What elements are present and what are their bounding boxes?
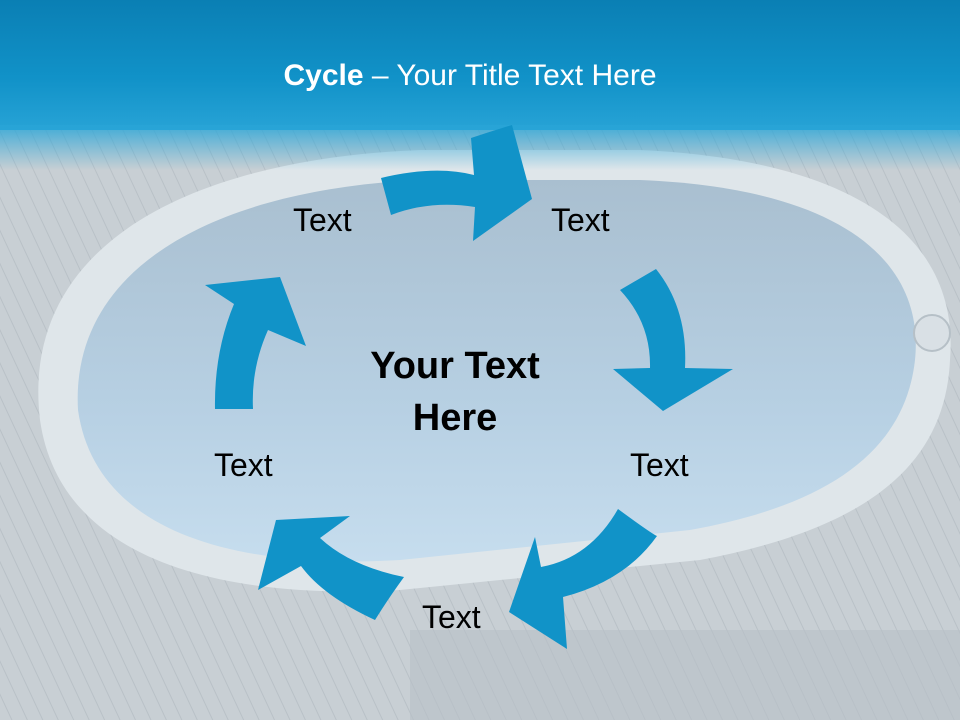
cycle-arrow-top [381, 125, 532, 241]
center-text: Your Text Here [370, 345, 540, 439]
title-bold: Cycle [283, 59, 364, 92]
cycle-arrow-bottom [258, 516, 404, 620]
slide-title: Cycle – Your Title Text Here [0, 56, 940, 96]
title-rest: – Your Title Text Here [363, 59, 657, 92]
cycle-arrow-lower-right [509, 509, 657, 649]
step-label-4: Text [422, 599, 481, 635]
cycle-arrow-left [205, 277, 306, 409]
cycle-arrow-upper-right [613, 269, 733, 411]
step-label-1: Text [293, 202, 352, 238]
step-label-5: Text [214, 447, 273, 483]
title-bar [0, 0, 960, 130]
step-label-2: Text [551, 202, 610, 238]
step-label-3: Text [630, 447, 689, 483]
